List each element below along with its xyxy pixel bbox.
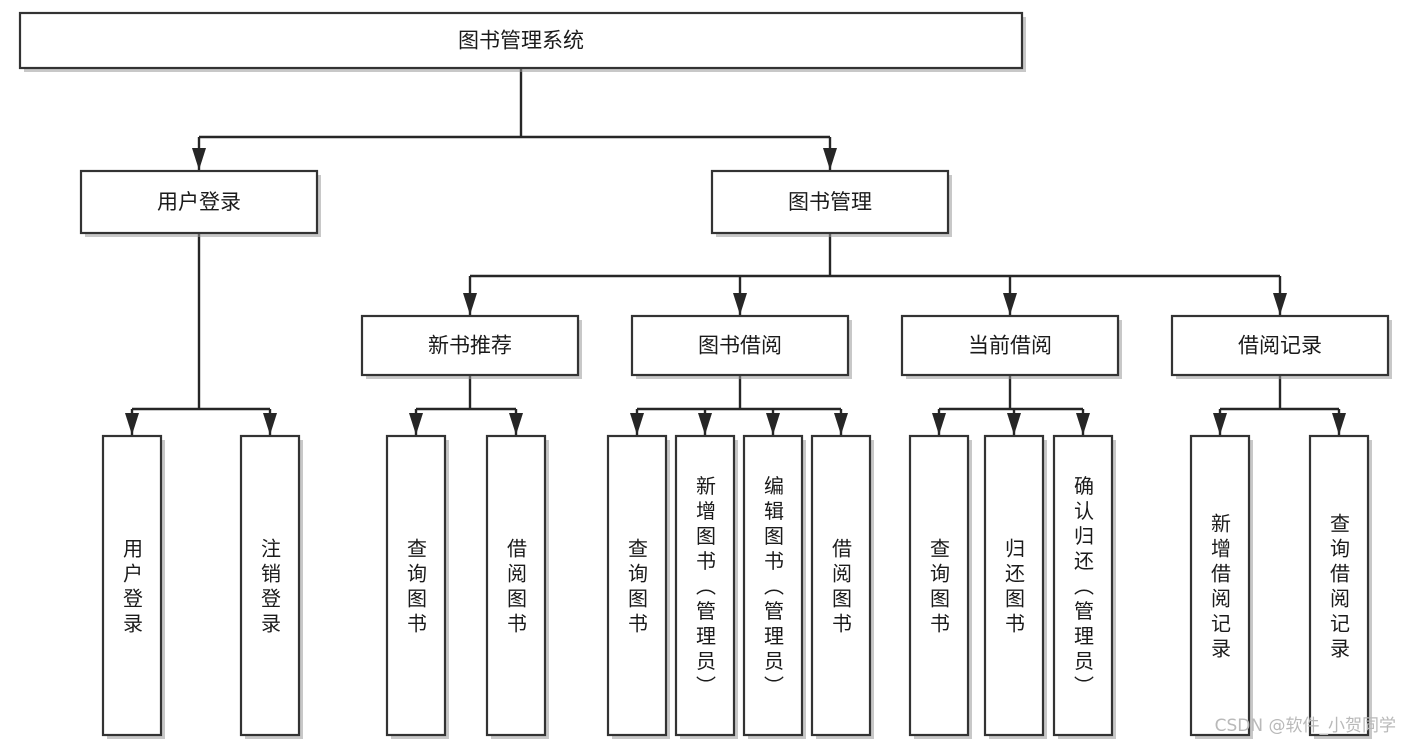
node-rect[interactable]	[710, 169, 950, 235]
arrow-head	[698, 413, 712, 435]
connector-group-user-login	[125, 233, 277, 435]
arrow-head	[630, 413, 644, 435]
node-label: 用户登录	[157, 190, 241, 214]
node-root[interactable]: 图书管理系统	[18, 11, 1026, 72]
node-leaf-1[interactable]: 注销登录	[239, 434, 303, 739]
node-label: 图书借阅	[698, 334, 782, 358]
node-label: 图书管理	[788, 190, 872, 214]
node-label: 查询图书	[930, 537, 950, 636]
node-rect[interactable]	[1170, 314, 1390, 377]
node-level3-1[interactable]: 图书借阅	[630, 314, 852, 379]
node-rect[interactable]	[239, 434, 301, 737]
node-leaf-2[interactable]: 查询图书	[385, 434, 449, 739]
node-level2-1[interactable]: 图书管理	[710, 169, 952, 237]
node-rect[interactable]	[385, 434, 447, 737]
node-label: 编辑图书︵管理员︶	[764, 474, 784, 698]
node-rect[interactable]	[18, 11, 1024, 70]
node-rect[interactable]	[1189, 434, 1251, 737]
arrow-head	[125, 413, 139, 435]
node-rect[interactable]	[983, 434, 1045, 737]
arrow-head	[834, 413, 848, 435]
connector-group-borrow-record	[1213, 375, 1346, 435]
node-rect[interactable]	[630, 314, 850, 377]
node-level3-2[interactable]: 当前借阅	[900, 314, 1122, 379]
arrow-head	[1076, 413, 1090, 435]
node-rect[interactable]	[485, 434, 547, 737]
arrow-head	[932, 413, 946, 435]
node-rect[interactable]	[1052, 434, 1114, 737]
arrow-head	[1332, 413, 1346, 435]
node-leaf-7[interactable]: 借阅图书	[810, 434, 874, 739]
arrow-head	[509, 413, 523, 435]
node-rect[interactable]	[900, 314, 1120, 377]
arrow-head	[823, 148, 837, 170]
node-rect[interactable]	[674, 434, 736, 737]
node-rect[interactable]	[79, 169, 319, 235]
arrow-head	[1007, 413, 1021, 435]
node-leaf-9[interactable]: 归还图书	[983, 434, 1047, 739]
node-label: 确认归还︵管理员︶	[1074, 474, 1094, 698]
connector-group-borrow-book	[630, 375, 848, 435]
node-label: 当前借阅	[968, 334, 1052, 358]
node-rect[interactable]	[101, 434, 163, 737]
node-label: 借阅图书	[507, 537, 527, 636]
node-label: 新书推荐	[428, 334, 512, 358]
node-level3-3[interactable]: 借阅记录	[1170, 314, 1392, 379]
arrow-head	[1213, 413, 1227, 435]
arrow-head	[409, 413, 423, 435]
node-level3-0[interactable]: 新书推荐	[360, 314, 582, 379]
node-label: 查询借阅记录	[1330, 512, 1350, 661]
node-label: 借阅图书	[832, 537, 852, 636]
node-label: 用户登录	[123, 537, 143, 636]
node-label: 注销登录	[261, 537, 281, 636]
node-leaf-10[interactable]: 确认归还︵管理员︶	[1052, 434, 1116, 739]
node-label: 查询图书	[407, 537, 427, 636]
connector-group-new-book	[409, 375, 523, 435]
csdn-watermark: CSDN @软件_小贺同学	[1215, 716, 1396, 736]
node-rect[interactable]	[606, 434, 668, 737]
arrow-head	[1003, 293, 1017, 315]
node-level2-0[interactable]: 用户登录	[79, 169, 321, 237]
arrow-head	[463, 293, 477, 315]
connector-group-book-management	[463, 233, 1287, 315]
connector-group-current-borrow	[932, 375, 1090, 435]
connector-layer	[125, 68, 1346, 435]
node-rect[interactable]	[810, 434, 872, 737]
node-label: 归还图书	[1005, 537, 1025, 636]
arrow-head	[733, 293, 747, 315]
node-label: 借阅记录	[1238, 334, 1322, 358]
node-label: 新增借阅记录	[1211, 512, 1231, 661]
node-label: 新增图书︵管理员︶	[696, 474, 716, 698]
node-rect[interactable]	[742, 434, 804, 737]
node-leaf-6[interactable]: 编辑图书︵管理员︶	[742, 434, 806, 739]
node-leaf-12[interactable]: 查询借阅记录	[1308, 434, 1372, 739]
arrow-head	[263, 413, 277, 435]
arrow-head	[766, 413, 780, 435]
node-leaf-8[interactable]: 查询图书	[908, 434, 972, 739]
arrow-head	[1273, 293, 1287, 315]
node-label: 查询图书	[628, 537, 648, 636]
node-label: 图书管理系统	[458, 29, 584, 53]
node-leaf-5[interactable]: 新增图书︵管理员︶	[674, 434, 738, 739]
arrow-head	[192, 148, 206, 170]
connector-group-root	[192, 68, 837, 170]
node-leaf-4[interactable]: 查询图书	[606, 434, 670, 739]
node-leaf-3[interactable]: 借阅图书	[485, 434, 549, 739]
node-rect[interactable]	[360, 314, 580, 377]
node-leaf-11[interactable]: 新增借阅记录	[1189, 434, 1253, 739]
node-leaf-0[interactable]: 用户登录	[101, 434, 165, 739]
node-layer: 图书管理系统用户登录图书管理新书推荐图书借阅当前借阅借阅记录用户登录注销登录查询…	[18, 11, 1392, 739]
node-rect[interactable]	[908, 434, 970, 737]
node-rect[interactable]	[1308, 434, 1370, 737]
